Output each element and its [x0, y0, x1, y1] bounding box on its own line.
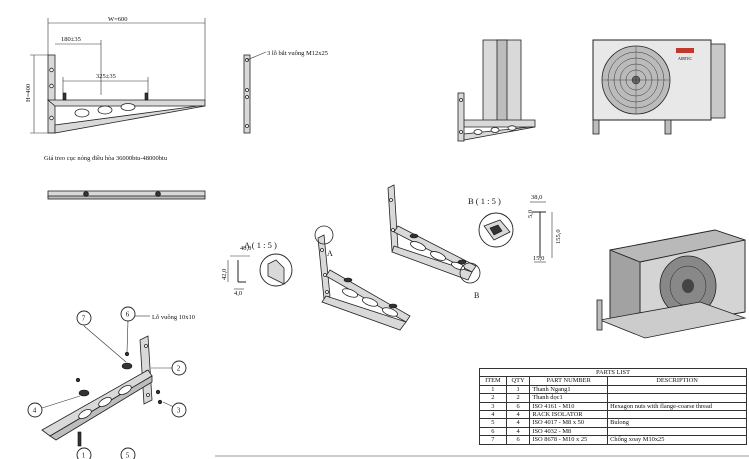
svg-text:4: 4: [33, 407, 37, 415]
drawing-caption: Giá treo cục nóng điều hòa 36000btu-4800…: [44, 155, 168, 162]
cell-desc: [607, 410, 747, 420]
balloon-2: 2: [171, 360, 187, 376]
cell-qty: 6: [505, 401, 531, 412]
iso-bracket-b: [387, 184, 481, 284]
cell-part: Thanh dọc1: [529, 393, 609, 403]
dim-height: H=400: [25, 84, 32, 102]
detail-a-title: A ( 1 : 5 ): [244, 240, 277, 250]
dim-detail-a-thickness: 4,0: [234, 290, 242, 297]
header-part-number: PART NUMBER: [529, 376, 609, 386]
cell-part: RACK ISOLATOR: [529, 410, 609, 420]
iso-bracket-a: [314, 225, 411, 331]
balloon-1: 1: [76, 447, 92, 459]
svg-text:5: 5: [126, 452, 130, 459]
detail-a: [227, 253, 293, 290]
cell-qty: 6: [505, 435, 531, 445]
svg-text:2: 2: [177, 365, 181, 373]
cell-qty: 1: [505, 384, 531, 395]
balloon-6: 6: [120, 306, 136, 322]
square-hole-note: Lỗ vuông 10x10: [152, 314, 195, 321]
dim-detail-b-height: 155,0: [555, 229, 562, 244]
dim-width: W=600: [108, 16, 128, 23]
table-row: 1 1 Thanh Ngang1: [479, 384, 747, 395]
cell-part: ISO 8678 - M10 x 25: [529, 435, 609, 445]
svg-text:1: 1: [82, 452, 86, 459]
balloon-4: 4: [27, 402, 43, 418]
dim-spacing: 325±35: [96, 73, 116, 80]
dim-detail-a-height: 42,0: [221, 269, 228, 280]
table-row: 4 4 RACK ISOLATOR: [479, 410, 747, 420]
cell-item: 3: [479, 401, 507, 412]
dim-offset: 180±35: [61, 36, 81, 43]
cell-desc: [607, 426, 747, 437]
top-plan-view: [47, 190, 206, 200]
cell-item: 6: [479, 426, 507, 437]
vertical-bar-view: [243, 51, 267, 134]
table-row: 2 2 Thanh dọc1: [479, 393, 747, 403]
cell-item: 4: [479, 410, 507, 420]
parts-list-table: PARTS LIST ITEM QTY PART NUMBER DESCRIPT…: [479, 367, 747, 445]
svg-text:6: 6: [126, 311, 130, 319]
detail-b-title: B ( 1 : 5 ): [468, 196, 501, 206]
cell-part: ISO 4161 - M10: [529, 401, 609, 412]
dim-detail-b-thickness: 5,0: [527, 210, 534, 218]
table-row: 7 6 ISO 8678 - M10 x 25 Chống xoay M10x2…: [479, 435, 747, 445]
svg-text:3: 3: [177, 407, 181, 415]
dim-detail-b-bottom: 15,0: [533, 255, 544, 262]
unit-brand-text: AIRTEC: [678, 56, 693, 61]
dim-detail-a-width: 40,0: [240, 245, 251, 252]
balloon-7: 7: [76, 310, 92, 326]
parts-list-header: ITEM QTY PART NUMBER DESCRIPTION: [479, 376, 747, 386]
header-item: ITEM: [479, 376, 507, 386]
cell-item: 2: [479, 393, 507, 403]
cell-qty: 2: [505, 393, 531, 403]
cell-item: 1: [479, 384, 507, 395]
cell-desc: [607, 384, 747, 395]
header-description: DESCRIPTION: [607, 376, 747, 386]
exploded-assembly: [41, 315, 177, 447]
parts-list-title: PARTS LIST: [479, 367, 747, 378]
cell-part: ISO 4032 - M8: [529, 426, 609, 437]
balloon-5: 5: [120, 447, 136, 459]
holes-note: 3 lỗ bắt vuông M12x25: [267, 50, 328, 57]
cell-item: 5: [479, 418, 507, 428]
front-view-bracket: [30, 18, 206, 134]
dim-detail-b-width: 38,0: [531, 194, 542, 201]
cell-qty: 4: [505, 410, 531, 420]
marker-a: A: [327, 249, 333, 258]
outdoor-unit-front: [592, 39, 726, 135]
svg-text:7: 7: [82, 315, 86, 323]
detail-b: [478, 201, 553, 263]
side-view-bracket: [457, 39, 536, 142]
cell-qty: 4: [505, 426, 531, 437]
cell-part: ISO 4017 - M8 x 50: [529, 418, 609, 428]
table-row: 6 4 ISO 4032 - M8: [479, 426, 747, 437]
table-row: 3 6 ISO 4161 - M10 Hexagon nuts with fla…: [479, 401, 747, 412]
outdoor-unit-iso: [596, 229, 747, 339]
balloon-3: 3: [171, 402, 187, 418]
header-qty: QTY: [505, 376, 531, 386]
cell-desc: Bulong: [607, 418, 747, 428]
table-row: 5 4 ISO 4017 - M8 x 50 Bulong: [479, 418, 747, 428]
cell-desc: [607, 393, 747, 403]
cell-qty: 4: [505, 418, 531, 428]
cell-desc: Hexagon nuts with flange-coarse thread: [607, 401, 747, 412]
cell-desc: Chống xoay M10x25: [607, 435, 747, 445]
cell-item: 7: [479, 435, 507, 445]
marker-b: B: [474, 291, 479, 300]
cell-part: Thanh Ngang1: [529, 384, 609, 395]
